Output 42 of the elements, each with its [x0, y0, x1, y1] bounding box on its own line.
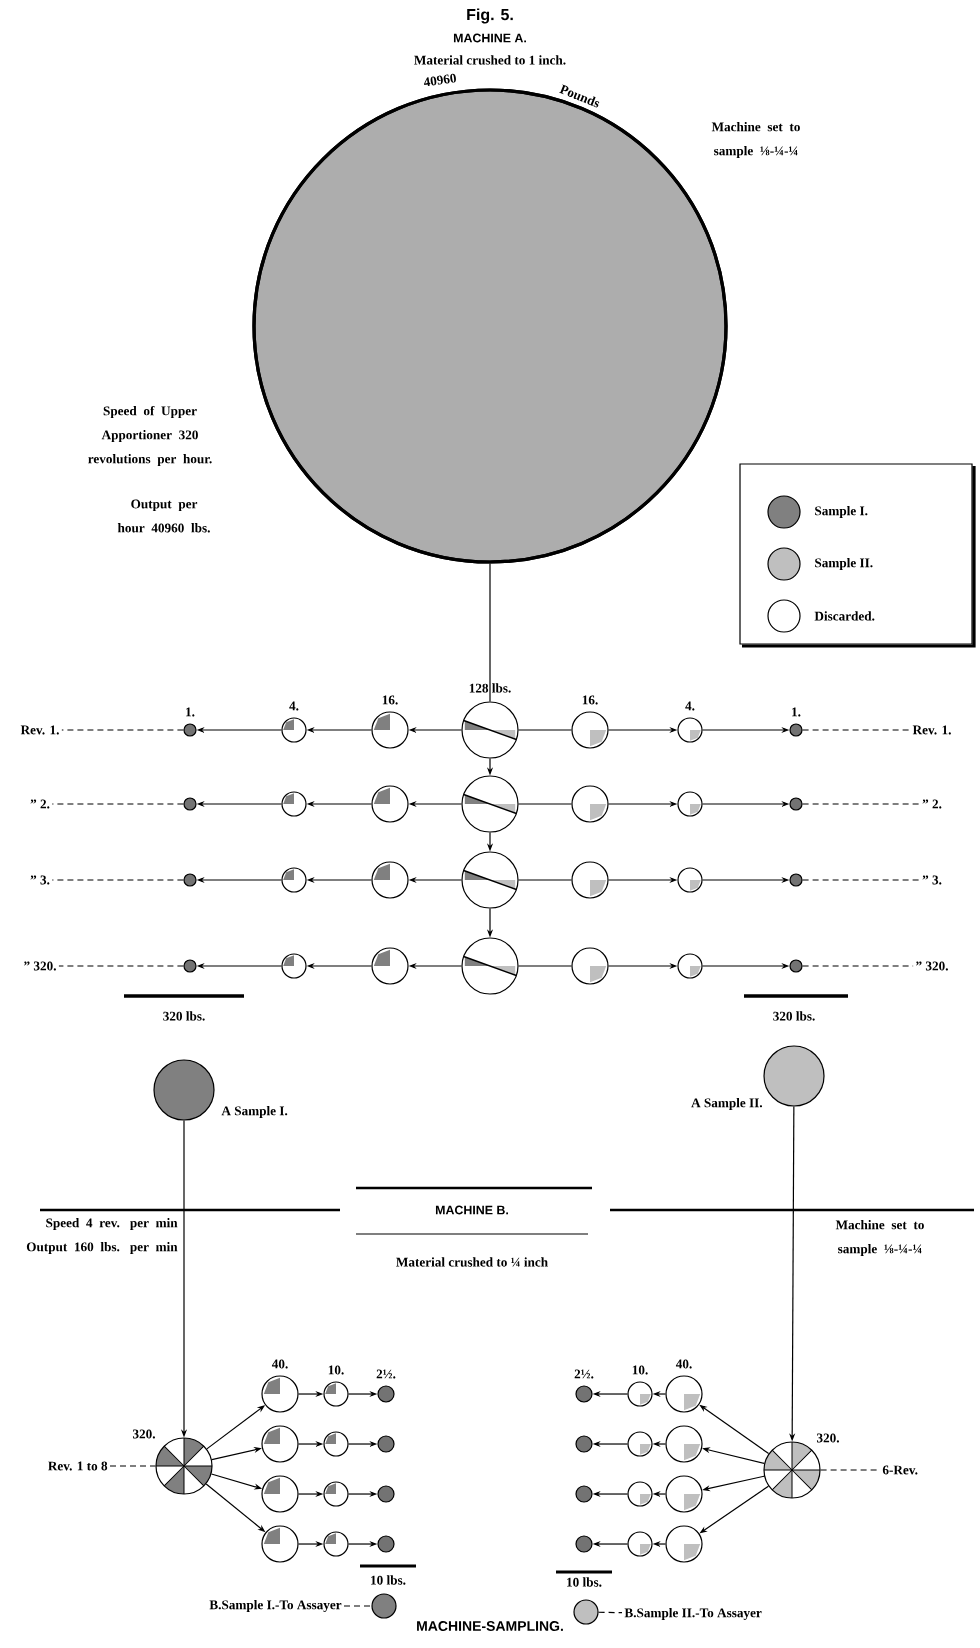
sample-circle: [575, 1535, 593, 1553]
sample-circle: [183, 959, 197, 973]
figure-title: Fig. 5.: [467, 8, 513, 24]
sample-circle: [371, 1593, 397, 1619]
sample-circle: [281, 791, 307, 817]
sample-circle: [261, 1525, 299, 1563]
sample-circle: [627, 1531, 653, 1557]
sample-circle: [677, 867, 703, 893]
sample-circle: [627, 1431, 653, 1457]
splitter-circle: [461, 937, 519, 995]
sample-circle: [377, 1435, 395, 1453]
sample-circle: [571, 861, 609, 899]
sample-circle: [261, 1475, 299, 1513]
sample-circle: [665, 1525, 703, 1563]
sample-circle: [665, 1425, 703, 1463]
sample-circle: [377, 1535, 395, 1553]
sample-circle: [371, 785, 409, 823]
sample-circle: [183, 797, 197, 811]
sample-circle: [573, 1599, 599, 1625]
sample-circle: [627, 1481, 653, 1507]
sample-circle: [789, 959, 803, 973]
sample-circle: [281, 953, 307, 979]
sample-circle: [323, 1481, 349, 1507]
sample-circle: [377, 1485, 395, 1503]
sample-circle: [571, 947, 609, 985]
sample-circle: [371, 861, 409, 899]
splitter-circle: [461, 851, 519, 909]
sample-circle: [575, 1485, 593, 1503]
sample-circle: [677, 953, 703, 979]
splitter-circle: [461, 775, 519, 833]
sample-circle: [665, 1475, 703, 1513]
sample-circle: [323, 1531, 349, 1557]
sample-circle: [789, 797, 803, 811]
sample-circle: [281, 867, 307, 893]
sample-circle: [789, 873, 803, 887]
sample-circle: [261, 1425, 299, 1463]
sample-circle: [371, 947, 409, 985]
sample-circle: [575, 1435, 593, 1453]
sample-circle: [677, 791, 703, 817]
sample-circle: [183, 873, 197, 887]
sample-circle: [571, 785, 609, 823]
sample-circle: [323, 1431, 349, 1457]
